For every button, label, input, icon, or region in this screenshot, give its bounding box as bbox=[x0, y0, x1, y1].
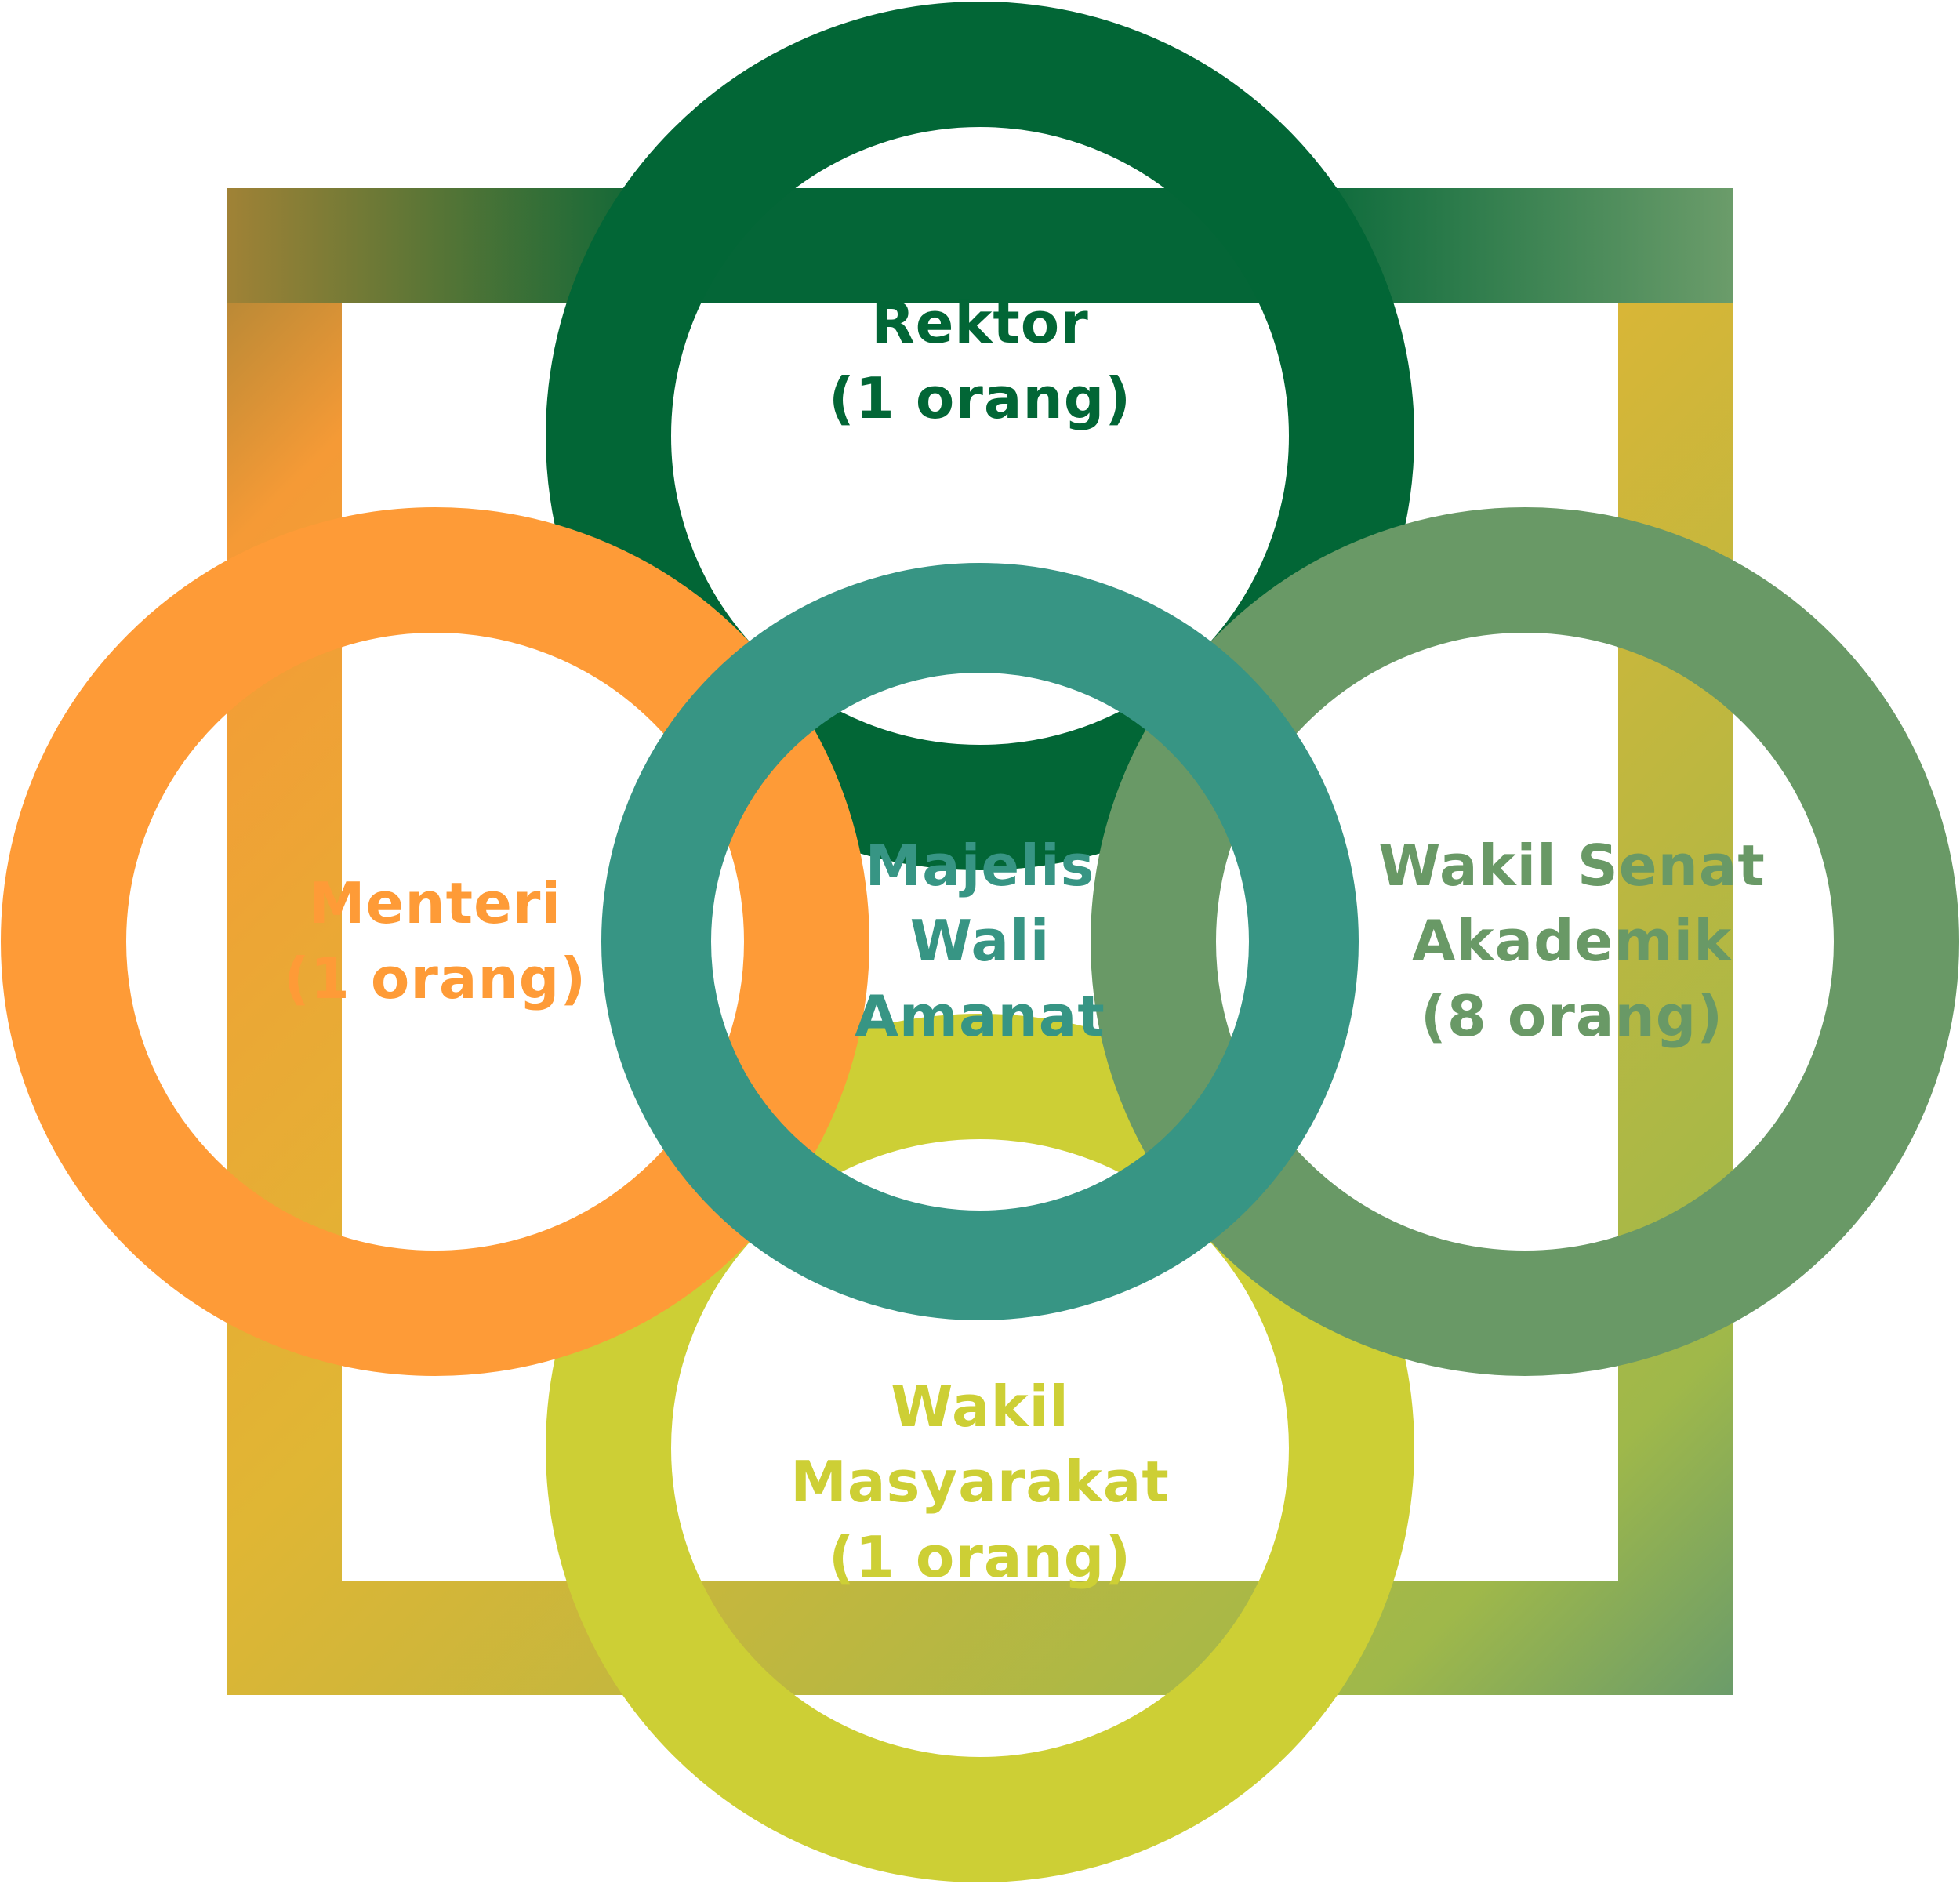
majelis-line-3: Amanat bbox=[855, 983, 1105, 1049]
rektor-title: Rektor bbox=[871, 290, 1089, 356]
masyarakat-count: (1 orang) bbox=[828, 1524, 1132, 1590]
rektor-label: Rektor (1 orang) bbox=[666, 267, 1294, 455]
senat-line-2: Akademik bbox=[1411, 908, 1733, 974]
senat-label: Wakil Senat Akademik (8 orang) bbox=[1211, 815, 1933, 1066]
senat-line-1: Wakil Senat bbox=[1378, 833, 1766, 898]
senat-count: (8 orang) bbox=[1420, 983, 1724, 1049]
frame-top-band bbox=[227, 188, 1733, 303]
masyarakat-line-1: Wakil bbox=[891, 1374, 1069, 1439]
majelis-ring bbox=[601, 563, 1359, 1320]
masyarakat-label: Wakil Masyarakat (1 orang) bbox=[666, 1356, 1294, 1607]
menteri-title: Menteri bbox=[308, 870, 562, 936]
menteri-count: (1 orang) bbox=[283, 946, 587, 1011]
masyarakat-line-2: Masyarakat bbox=[790, 1449, 1170, 1515]
menteri-label: Menteri (1 orang) bbox=[122, 847, 749, 1035]
masyarakat-ring bbox=[546, 1014, 1414, 1882]
majelis-line-1: Majelis bbox=[865, 833, 1095, 898]
rektor-count: (1 orang) bbox=[828, 365, 1132, 431]
senat-ring bbox=[1091, 507, 1959, 1376]
rektor-ring bbox=[546, 2, 1414, 870]
majelis-line-2: Wali bbox=[909, 908, 1051, 974]
menteri-ring bbox=[1, 507, 869, 1376]
majelis-label: Majelis Wali Amanat bbox=[666, 815, 1294, 1066]
